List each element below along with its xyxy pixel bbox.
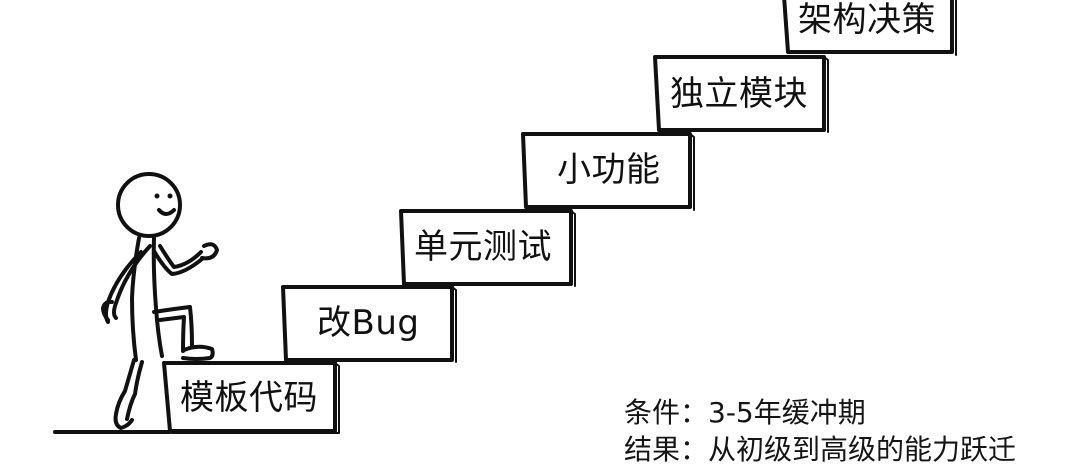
- step-label-architecture-decision: 架构决策: [798, 0, 936, 40]
- step-4-block: [521, 132, 692, 209]
- step-1-shadow: [171, 362, 340, 434]
- stick-figure-climbing-icon: [101, 172, 219, 430]
- step-label-independent-module: 独立模块: [670, 74, 808, 114]
- step-label-template-code: 模板代码: [180, 378, 318, 418]
- step-5-block: [653, 55, 826, 132]
- step-6-block: [782, 0, 954, 54]
- step-4-shadow: [689, 133, 695, 211]
- step-2-block: [281, 285, 454, 362]
- step-3-block: [399, 209, 573, 286]
- step-label-fix-bug: 改Bug: [317, 303, 420, 343]
- step-5-shadow: [823, 56, 829, 133]
- step-label-small-feature: 小功能: [557, 150, 661, 190]
- result-note: 结果：从初级到高级的能力跃迁: [624, 433, 1017, 466]
- step-3-shadow: [570, 210, 576, 287]
- condition-note: 条件：3-5年缓冲期: [624, 396, 866, 429]
- step-label-unit-test: 单元测试: [414, 227, 552, 267]
- step-6-shadow: [955, 0, 957, 56]
- step-2-shadow: [451, 286, 457, 363]
- step-1-block: [162, 361, 337, 433]
